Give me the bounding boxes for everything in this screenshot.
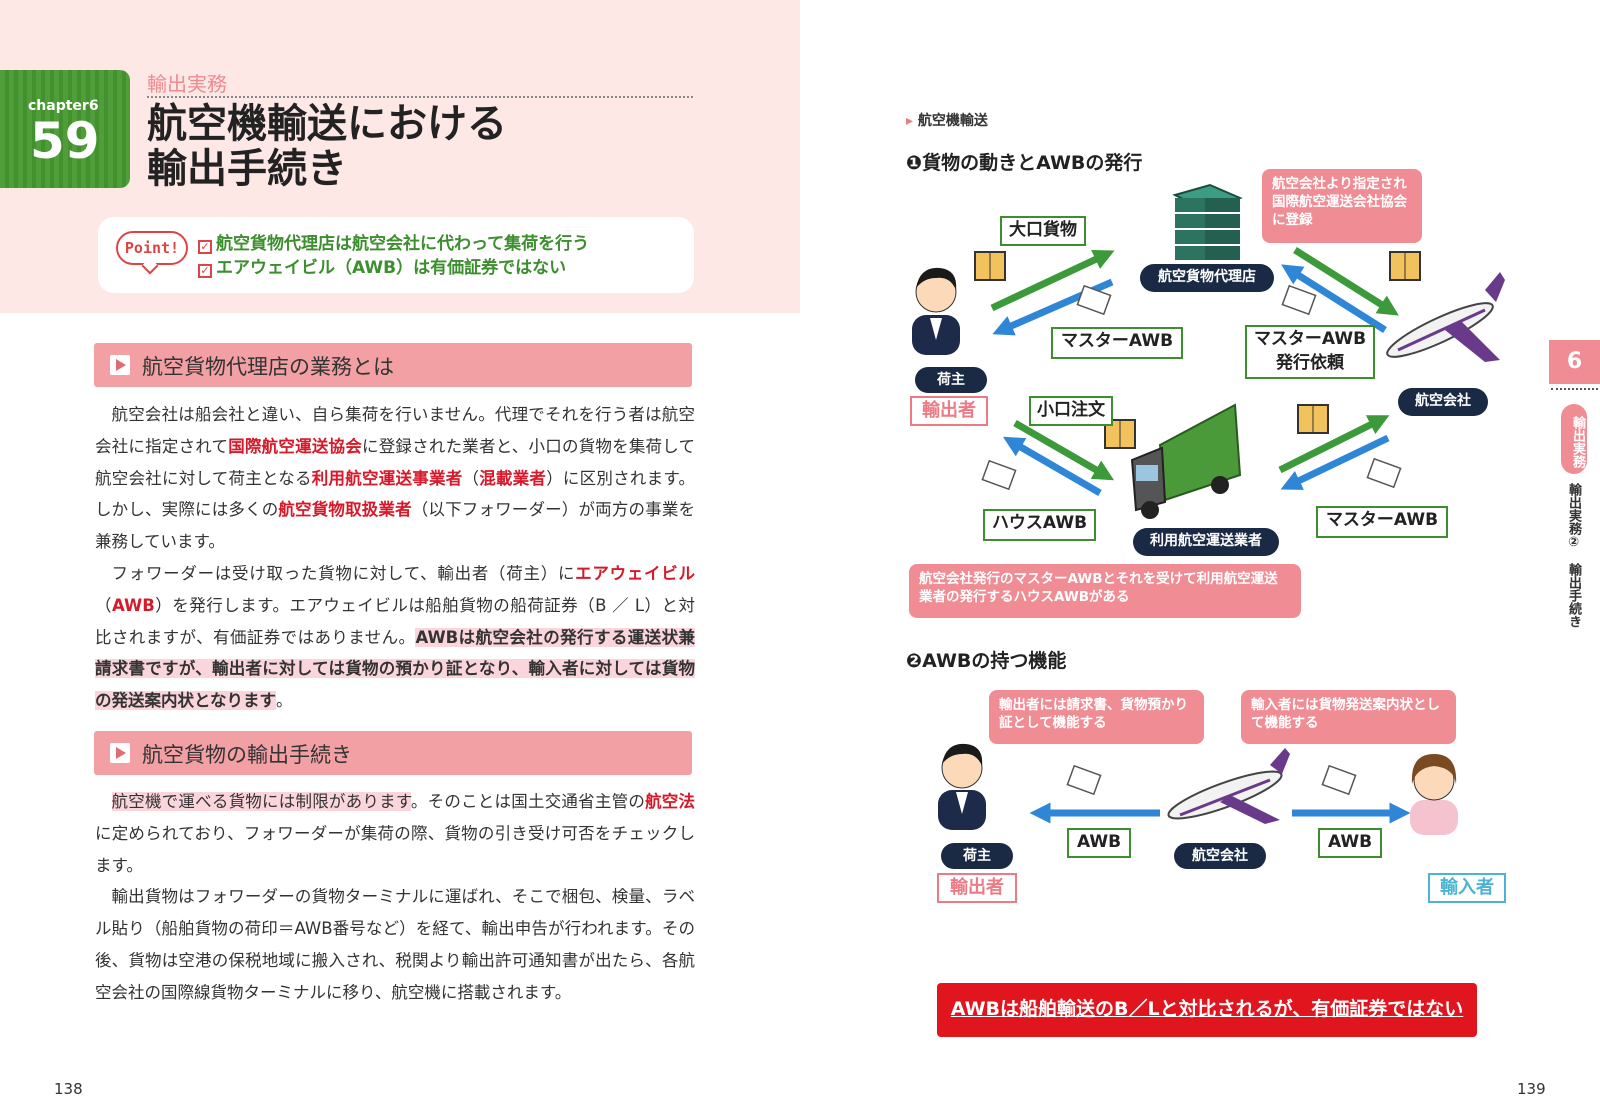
summary-banner: AWBは船舶輸送のB／Lと対比されるが、有価証券ではない — [937, 983, 1477, 1037]
text-run: に定められており、フォワーダーが集荷の際、貨物の引き受け可否をチェックします。 — [95, 823, 695, 875]
point-badge: Point! — [116, 231, 188, 265]
label-master-awb-right: マスターAWB — [1316, 506, 1448, 538]
keyword: 利用航空運送事業者 — [311, 468, 463, 488]
chapter-number: 59 — [30, 112, 100, 170]
cargo-arrow — [990, 249, 1115, 312]
page-title-line1: 航空機輸送における — [147, 101, 507, 147]
figure-1-diagram — [912, 183, 1505, 519]
box-icon — [974, 251, 1006, 281]
point-box: Point! ✓航空貨物代理店は航空会社に代わって集荷を行う ✓エアウェイビル（… — [98, 217, 694, 293]
keyword: 混載業者 — [479, 468, 547, 488]
label-master-awb-request: マスターAWB 発行依頼 — [1245, 325, 1375, 379]
section-label: ▸ 航空機輸送 — [906, 113, 988, 129]
figure-2-title: ❷AWBの持つ機能 — [906, 650, 1067, 672]
label-master-awb: マスターAWB — [1051, 327, 1183, 359]
figure-2-diagram — [938, 743, 1458, 835]
awb-arrow — [1002, 436, 1102, 497]
side-text: 輸出実務② 輸出手続き — [1566, 483, 1581, 628]
keyword: AWB — [111, 595, 155, 615]
point-item: ✓航空貨物代理店は航空会社に代わって集荷を行う — [198, 229, 589, 254]
page-title-line2: 輸出手続き — [147, 146, 347, 192]
page-number: 138 — [54, 1080, 83, 1098]
text-run: 輸出貨物はフォワーダーの貨物ターミナルに運ばれ、そこで梱包、検量、ラベル貼り（船… — [95, 887, 695, 1002]
cargo-arrow — [1293, 247, 1399, 316]
paragraph: 航空会社は船会社と違い、自ら集荷を行いません。代理でそれを行う者は航空会社に指定… — [95, 399, 695, 558]
text-run: 航空会社は船会社と違い、自ら集荷を行いません。代理でそれを行う者は航空会社に指定… — [95, 405, 695, 456]
label-small-order: 小口注文 — [1029, 396, 1113, 426]
label-agent: 航空貨物代理店 — [1140, 264, 1274, 292]
label-shipper: 荷主 — [915, 367, 987, 393]
side-category: 輸出実務 — [1561, 404, 1587, 474]
importer-icon — [1410, 754, 1458, 835]
label-awb-left: AWB — [1067, 828, 1131, 858]
checkbox-icon: ✓ — [198, 264, 212, 278]
paragraph: 航空機で運べる貨物には制限があります。そのことは国土交通省主管の航空法に定められ… — [95, 786, 695, 881]
shipper-icon — [938, 743, 986, 830]
text-run: （以下フォワーダー）が両方の事業を兼務しています。 — [95, 500, 696, 552]
label-airline: 航空会社 — [1174, 843, 1266, 869]
keyword: 国際航空運送協会 — [228, 436, 362, 456]
cargo-arrow — [1278, 415, 1390, 474]
chapter-label: chapter6 — [28, 98, 99, 114]
bubble-importer: 輸入者には貨物発送案内状として機能する — [1241, 690, 1456, 744]
play-icon — [110, 355, 130, 375]
keyword: エアウェイビル — [575, 563, 696, 583]
awb-arrow — [1281, 264, 1387, 333]
paragraph: 輸出貨物はフォワーダーの貨物ターミナルに運ばれ、そこで梱包、検量、ラベル貼り（船… — [95, 881, 695, 1008]
paragraph: フォワーダーは受け取った貨物に対して、輸出者（荷主）にエアウェイビル （AWB）を… — [95, 558, 695, 717]
chapter-badge: chapter6 59 — [0, 70, 130, 188]
play-icon — [110, 743, 130, 763]
category-label: 輸出実務 — [147, 72, 227, 96]
box-icon — [1389, 251, 1421, 281]
text-run: フォワーダーは受け取った貨物に対して、輸出者（荷主）に — [111, 563, 576, 583]
label-consolidator: 利用航空運送業者 — [1133, 528, 1279, 556]
section-heading: 航空貨物代理店の業務とは — [94, 343, 692, 387]
shipper-icon — [912, 267, 960, 355]
awb-arrow — [1280, 434, 1390, 490]
keyword: 航空法 — [645, 792, 696, 811]
chapter-tab: 6 — [1549, 340, 1600, 384]
label-large-cargo: 大口貨物 — [1000, 216, 1086, 246]
bubble-exporter: 輸出者には請求書、貨物預かり証として機能する — [989, 690, 1204, 744]
figure-1-title: ❶貨物の動きとAWBの発行 — [906, 152, 1143, 174]
body-text-2: 航空機で運べる貨物には制限があります。そのことは国土交通省主管の航空法に定められ… — [95, 786, 695, 1009]
box-icon — [1297, 404, 1329, 434]
document-icon — [1066, 764, 1357, 796]
text-run: ）に区別されます。しかし、実際には多くの — [95, 468, 696, 520]
page-number: 139 — [1517, 1080, 1546, 1098]
cargo-arrow — [1013, 419, 1115, 481]
highlighted-text: 航空機で運べる貨物には制限があります — [111, 792, 411, 811]
bubble-agent: 航空会社より指定され国際航空運送会社協会に登録 — [1262, 169, 1422, 243]
text-run: に登録された業者と、小口の貨物を集荷して航空会社に対して荷主となる — [95, 436, 695, 488]
bubble-bottom: 航空会社発行のマスターAWBとそれを受けて利用航空運送業者の発行するハウスAWB… — [909, 564, 1301, 618]
text-run: 。そのことは国土交通省主管の — [410, 792, 646, 811]
label-awb-right: AWB — [1318, 828, 1382, 858]
checkbox-icon: ✓ — [198, 240, 212, 254]
divider — [147, 96, 693, 98]
body-text-1: 航空会社は船会社と違い、自ら集荷を行いません。代理でそれを行う者は航空会社に指定… — [95, 399, 695, 717]
text-run: 。 — [276, 691, 293, 711]
tab-divider — [1551, 388, 1598, 390]
airplane-icon — [1167, 748, 1290, 824]
text-run: （ — [95, 595, 112, 615]
document-icon — [981, 284, 1402, 491]
building-icon — [1172, 183, 1243, 260]
point-item: ✓エアウェイビル（AWB）は有価証券ではない — [198, 253, 566, 278]
airplane-icon — [1386, 272, 1505, 362]
text-run: （ — [462, 468, 480, 488]
truck-icon — [1130, 403, 1242, 519]
label-shipper: 荷主 — [941, 843, 1013, 869]
label-exporter: 輸出者 — [910, 396, 988, 426]
section-heading: 航空貨物の輸出手続き — [94, 731, 692, 775]
keyword: 航空貨物取扱業者 — [278, 500, 412, 520]
label-airline: 航空会社 — [1398, 388, 1488, 416]
text-run: ）を発行します。エアウェイビルは船舶貨物の船荷証券（B ／ L）と対比されますが… — [95, 595, 695, 647]
label-exporter: 輸出者 — [937, 873, 1017, 903]
label-house-awb: ハウスAWB — [983, 509, 1096, 541]
label-importer: 輸入者 — [1428, 873, 1506, 903]
